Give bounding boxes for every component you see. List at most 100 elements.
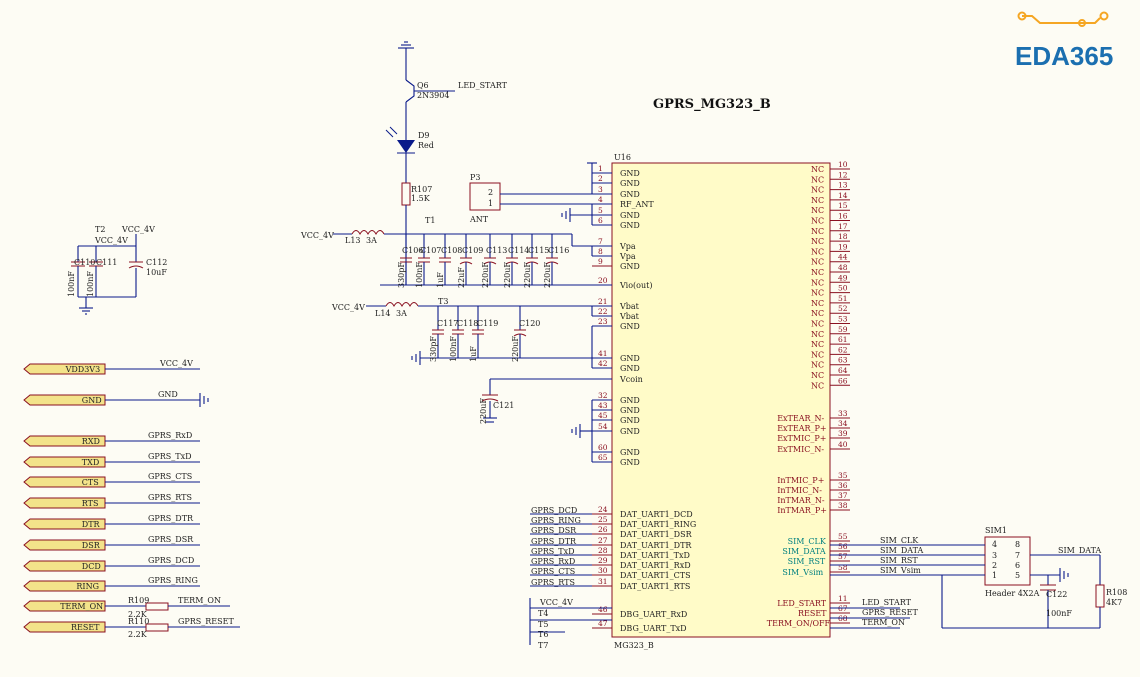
u16-part: MG323_B [614,641,654,650]
u16-nc-pin-number: 19 [838,242,848,251]
l14-value: 3A [396,309,407,318]
u16-right-pin-name: SIM_Vsim [782,568,823,577]
u16-pin-number: 30 [598,566,608,575]
u16-pin-number: 32 [598,391,608,400]
u16-pin-name: DAT_UART1_CTS [620,571,691,580]
vbat-power-rail: VCC_4V L14 3A T3 [331,297,612,369]
net-vcc4-topleft-2: VCC_4V [94,236,128,245]
u16-pin-number: 42 [598,359,608,368]
u16-pin-number: 25 [598,515,608,524]
u16-pin-name: GND [620,396,640,405]
inductor-l14[interactable] [385,302,419,308]
l13-value: 3A [366,236,377,245]
u16-right-pin-name: ExTMIC_P+ [777,434,826,443]
sim-and-control-nets: SIM_CLK SIM_DATA SIM_RST SIM_Vsim LED_ST… [830,536,1100,629]
resistor-r109[interactable] [145,602,169,611]
cap-value: 220uF [503,262,512,288]
uart-net-label: GPRS_DSR [531,526,577,535]
u16-body[interactable] [611,162,831,638]
u16-top-ground [561,162,612,226]
resistor-r107[interactable] [401,182,411,206]
net-vcc4-vpa: VCC_4V [300,231,334,240]
u16-right-pin-name: RESET [798,609,827,618]
u16-nc-pin-number: 61 [838,335,848,344]
u16-right-pin-name: ExTMIC_N- [777,445,824,454]
vpa-decoupling-caps: C106330pFC107100nFC1081uFC10922uFC113220… [397,234,569,288]
u16-nc-label: NC [811,289,824,298]
u16-pin-number: 29 [598,556,608,565]
cap-value: 1uF [469,346,478,362]
sim-passives: C122 100nF R108 4K7 [1040,555,1127,628]
port-net-label: VCC_4V [159,359,193,368]
sim1-pin6: 6 [1015,561,1020,570]
port-label: RESET [71,623,100,632]
net-sim-rst: SIM_RST [880,556,918,565]
logo-dot-left [1017,11,1027,21]
u16-nc-pin-number: 17 [838,222,848,231]
u16-pin-name: DAT_UART1_RTS [620,582,690,591]
u16-pin-name: GND [620,221,640,230]
r107-ref: R107 [411,185,432,194]
r108-value: 4K7 [1106,598,1122,607]
u16-nc-pin-number: 10 [838,160,848,169]
u16-pin-number: 1 [598,164,603,173]
u16-right-pin-number: 38 [838,501,848,510]
eda365-logo: EDA365 [1015,11,1113,71]
uart-net-label: GPRS_CTS [531,567,575,576]
sim-connector-sim1[interactable]: SIM1 Header 4X2A 4 8 3 7 2 6 1 5 SIM_DAT… [955,526,1101,598]
resistor-r108[interactable] [1095,584,1105,608]
u16-nc-pin-number: 12 [838,170,848,179]
u16-lower-ground [571,399,612,463]
sim1-pin5: 5 [1015,571,1020,580]
resistor-r110[interactable] [145,623,169,632]
u16-pin-name: GND [620,169,640,178]
net-sim-vsim: SIM_Vsim [880,566,921,575]
r110-value: 2.2K [128,630,148,639]
net-sim-data: SIM_DATA [880,546,923,555]
cap-ref: C107 [420,246,441,255]
u16-right-pin-name: InTMIC_N- [777,486,822,495]
net-vcc4-topleft: VCC_4V [121,225,155,234]
inductor-l13[interactable] [351,230,385,236]
u16-nc-label: NC [811,268,824,277]
u16-nc-pin-number: 18 [838,232,848,241]
u16-pin-name: GND [620,262,640,271]
r110-ref: R110 [128,617,149,626]
c112-ref: C112 [146,258,167,267]
sim1-pin1: 1 [992,571,997,580]
port-label: RTS [82,499,99,508]
u16-nc-label: NC [811,206,824,215]
port-label: RING [76,582,99,591]
uart-net-label: GPRS_DCD [531,506,577,515]
u16-right-pin-name: TERM_ON/OFF [767,619,831,628]
p3-pin2: 2 [488,188,493,197]
t4-label: T4 [538,609,548,618]
u16-pin-name: GND [620,448,640,457]
control-resistors: R109 2.2K R110 2.2K [128,596,240,639]
antenna-connector-p3[interactable]: P3 ANT 2 1 [469,173,612,224]
